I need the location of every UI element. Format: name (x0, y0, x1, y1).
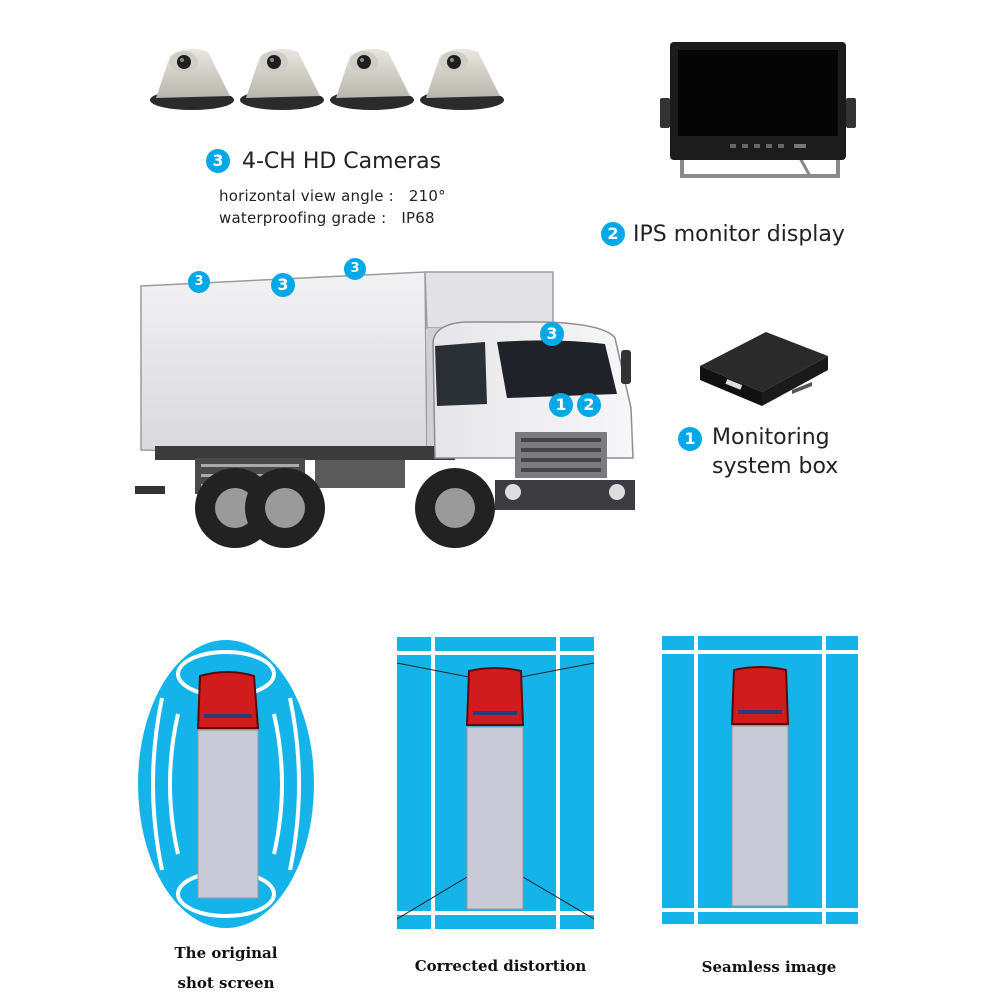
truck-marker-camera: 3 (188, 271, 210, 293)
truck-illustration (135, 258, 645, 558)
spec-label: waterproofing grade : (219, 209, 387, 227)
camera-icon-group (150, 48, 504, 110)
truck-marker-monitor: 2 (577, 393, 601, 417)
spec-label: horizontal view angle : (219, 187, 394, 205)
camera-icon (420, 48, 504, 110)
step-badge: 3 (206, 149, 230, 173)
cameras-row (148, 38, 508, 118)
spec-value: 210° (408, 187, 446, 205)
truck-marker-box: 1 (549, 393, 573, 417)
box-image (696, 326, 832, 412)
camera-icon (240, 48, 324, 110)
caption-original: The original shot screen (136, 938, 316, 998)
spec-waterproof: waterproofing grade : IP68 (219, 209, 435, 227)
box-title-line1: Monitoring (712, 425, 830, 450)
caption-line: Corrected distortion (414, 957, 587, 975)
fisheye-view (138, 640, 314, 928)
monitor-title: IPS monitor display (633, 221, 845, 247)
truck-icon (135, 271, 635, 548)
caption-corrected: Corrected distortion (397, 956, 604, 976)
monitor-heading: 2 IPS monitor display (601, 220, 845, 248)
caption-line: The original (174, 944, 278, 962)
seamless-view (662, 636, 858, 924)
view-seamless (662, 636, 858, 924)
monitor-icon (660, 42, 856, 178)
monitor-image (660, 40, 856, 190)
system-box-icon (700, 332, 828, 406)
step-badge: 2 (601, 222, 625, 246)
camera-icon (330, 48, 414, 110)
step-badge: 1 (678, 427, 702, 451)
caption-line: Seamless image (701, 958, 837, 976)
cameras-heading: 3 4-CH HD Cameras (206, 147, 441, 175)
view-corrected (397, 637, 594, 929)
box-title-line2: system box (712, 454, 839, 479)
cameras-title: 4-CH HD Cameras (242, 148, 442, 174)
spec-view-angle: horizontal view angle : 210° (219, 187, 446, 205)
truck-marker-camera: 3 (344, 258, 366, 280)
camera-icon (150, 48, 234, 110)
corrected-view (397, 637, 594, 929)
truck-marker-camera: 3 (271, 273, 295, 297)
caption-seamless: Seamless image (662, 957, 876, 977)
spec-value: IP68 (401, 209, 435, 227)
truck-marker-camera: 3 (540, 322, 564, 346)
view-original (136, 638, 316, 930)
caption-line: shot screen (177, 974, 275, 992)
